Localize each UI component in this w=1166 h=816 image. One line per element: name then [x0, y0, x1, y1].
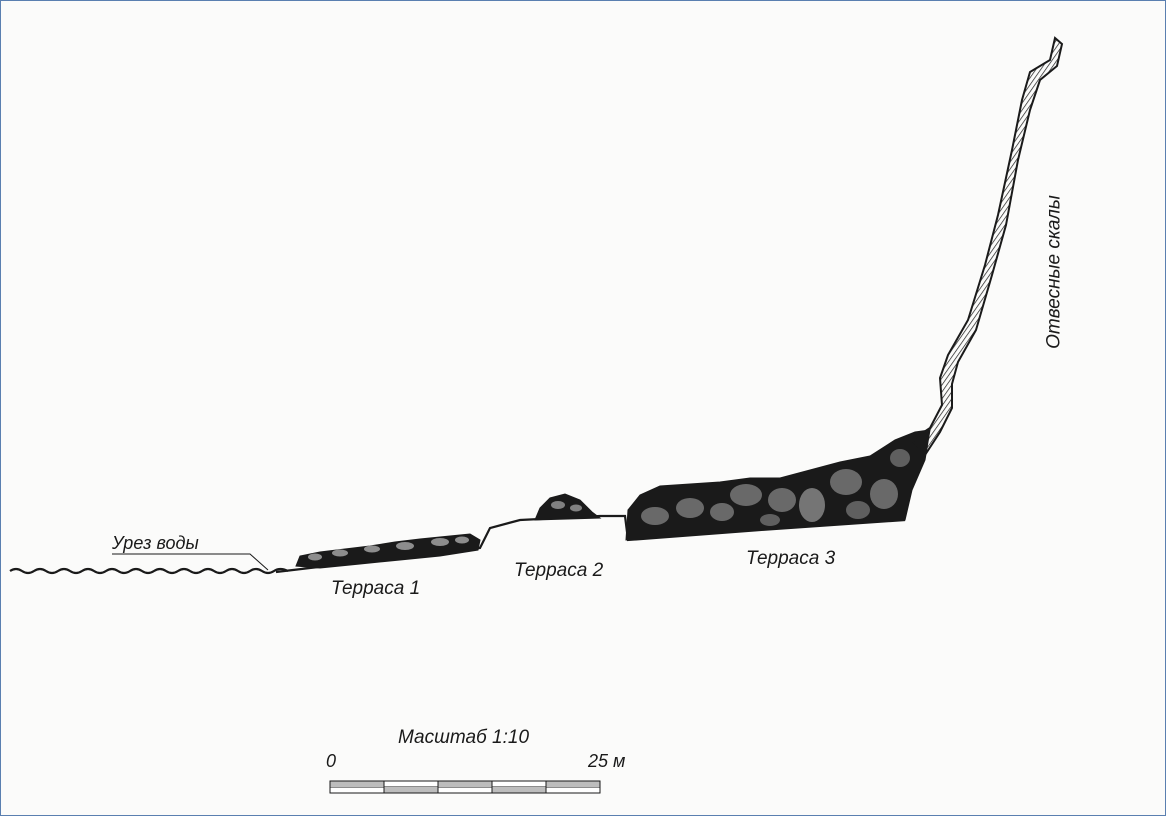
scale-end-label: 25 м — [588, 751, 626, 771]
terrace-2-label: Терраса 2 — [514, 560, 604, 581]
water-surface — [9, 567, 289, 575]
water-edge-label: Урез воды — [112, 533, 199, 553]
cliff-face — [910, 36, 1064, 457]
scale-title: Масштаб 1:10 — [398, 727, 530, 748]
terrace-1-label: Терраса 1 — [331, 578, 421, 599]
terrace-3-boulders — [625, 429, 931, 541]
terrace-2-mound — [534, 493, 602, 521]
scale-bar — [329, 780, 601, 794]
water-edge-leader — [112, 553, 269, 571]
scale-start-label: 0 — [326, 751, 337, 771]
terrace-1-boulders — [295, 533, 481, 569]
cliffs-label: Отвесные скалы — [1043, 195, 1065, 349]
terrace-3-label: Терраса 3 — [746, 548, 836, 569]
